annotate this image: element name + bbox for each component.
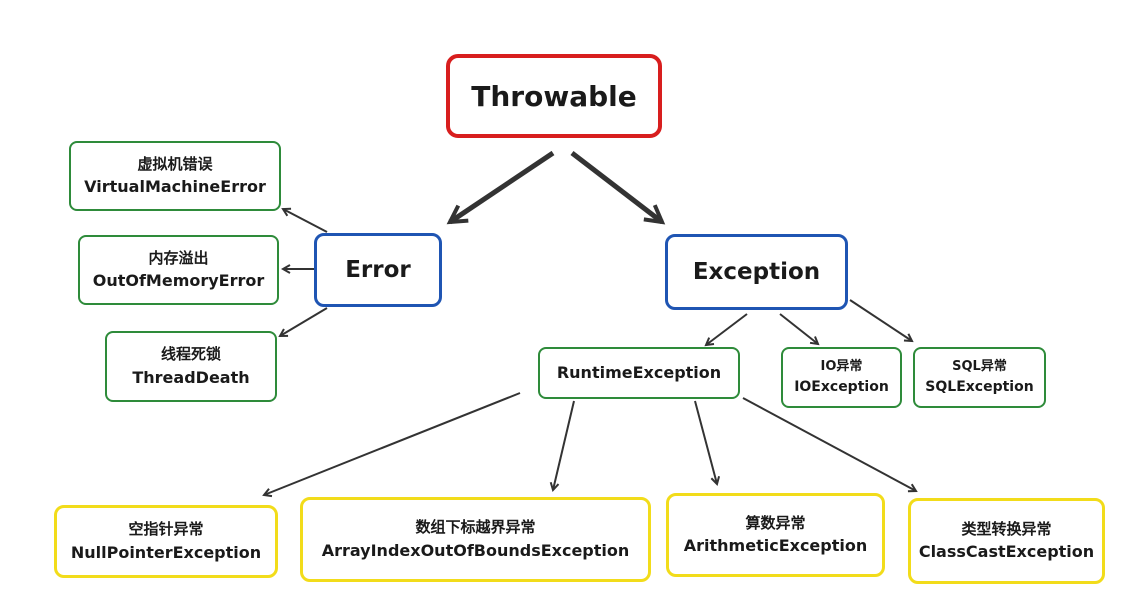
arrow-error-to-vme	[283, 209, 328, 233]
node-arithmetic-exception: 算数异常 ArithmeticException	[666, 493, 885, 577]
node-oome-cn: 内存溢出	[148, 248, 209, 267]
node-array-index-out-of-bounds-exception: 数组下标越界异常 ArrayIndexOutOfBoundsException	[300, 497, 651, 582]
arrow-error-to-threaddeath	[280, 307, 328, 336]
node-vme-cn: 虚拟机错误	[137, 154, 213, 173]
arrow-throwable-to-error	[450, 150, 555, 222]
arrow-runtime-to-arith	[694, 400, 717, 484]
node-throwable-label: Throwable	[471, 79, 637, 113]
node-virtual-machine-error: 虚拟机错误 VirtualMachineError	[69, 141, 281, 211]
arrow-runtime-to-classcast	[742, 397, 916, 491]
node-runtime-exception: RuntimeException	[538, 347, 740, 399]
arrow-exception-to-sql	[849, 299, 912, 341]
node-exception-label: Exception	[692, 259, 821, 285]
arrow-runtime-to-npe	[264, 392, 521, 495]
node-npe-en: NullPointerException	[70, 542, 262, 562]
node-io-exception: IO异常 IOException	[781, 347, 902, 408]
node-npe-cn: 空指针异常	[128, 520, 204, 539]
node-threaddeath-en: ThreadDeath	[132, 367, 250, 387]
node-aioobe-en: ArrayIndexOutOfBoundsException	[321, 540, 630, 560]
node-threaddeath-cn: 线程死锁	[160, 345, 221, 364]
node-thread-death: 线程死锁 ThreadDeath	[105, 331, 277, 402]
node-sql-en: SQLException	[925, 378, 1034, 395]
arrow-exception-to-io	[779, 313, 818, 344]
node-sql-cn: SQL异常	[952, 358, 1007, 374]
node-error-label: Error	[345, 257, 411, 283]
node-arith-en: ArithmeticException	[683, 536, 868, 556]
node-out-of-memory-error: 内存溢出 OutOfMemoryError	[78, 235, 279, 305]
arrow-throwable-to-exception	[570, 151, 662, 222]
node-throwable: Throwable	[446, 54, 662, 138]
arrow-runtime-to-aioobe	[553, 400, 575, 490]
node-arith-cn: 算数异常	[745, 513, 806, 532]
node-error: Error	[314, 233, 442, 307]
node-runtime-label: RuntimeException	[556, 363, 722, 383]
node-aioobe-cn: 数组下标越界异常	[415, 518, 536, 537]
node-vme-en: VirtualMachineError	[84, 177, 266, 197]
node-class-cast-exception: 类型转换异常 ClassCastException	[908, 498, 1105, 584]
node-io-cn: IO异常	[820, 358, 863, 374]
node-oome-en: OutOfMemoryError	[92, 271, 265, 291]
node-null-pointer-exception: 空指针异常 NullPointerException	[54, 505, 278, 578]
node-exception: Exception	[665, 234, 848, 310]
node-sql-exception: SQL异常 SQLException	[913, 347, 1046, 408]
node-classcast-en: ClassCastException	[918, 542, 1095, 562]
node-classcast-cn: 类型转换异常	[961, 519, 1052, 538]
node-io-en: IOException	[794, 378, 889, 395]
arrow-exception-to-runtime	[706, 313, 748, 345]
